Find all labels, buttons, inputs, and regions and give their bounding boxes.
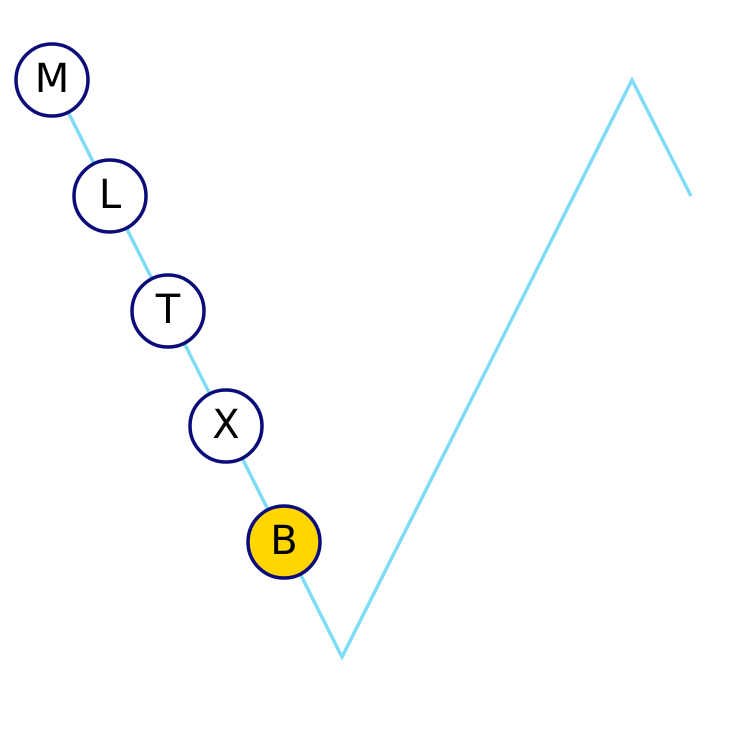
node-label: M — [35, 56, 70, 102]
node-label: L — [99, 172, 122, 218]
node-l: L — [72, 158, 148, 234]
node-x: X — [188, 388, 264, 464]
node-circle — [188, 388, 264, 464]
node-circle — [72, 158, 148, 234]
node-circle — [14, 42, 90, 118]
zigzag-path-line — [50, 76, 693, 661]
node-label: T — [155, 287, 181, 333]
node-t: T — [130, 273, 206, 349]
node-circle — [246, 504, 322, 580]
node-circle — [130, 273, 206, 349]
node-m: M — [14, 42, 90, 118]
node-label: B — [270, 518, 297, 564]
node-label: X — [212, 402, 239, 448]
node-b-highlighted: B — [246, 504, 322, 580]
